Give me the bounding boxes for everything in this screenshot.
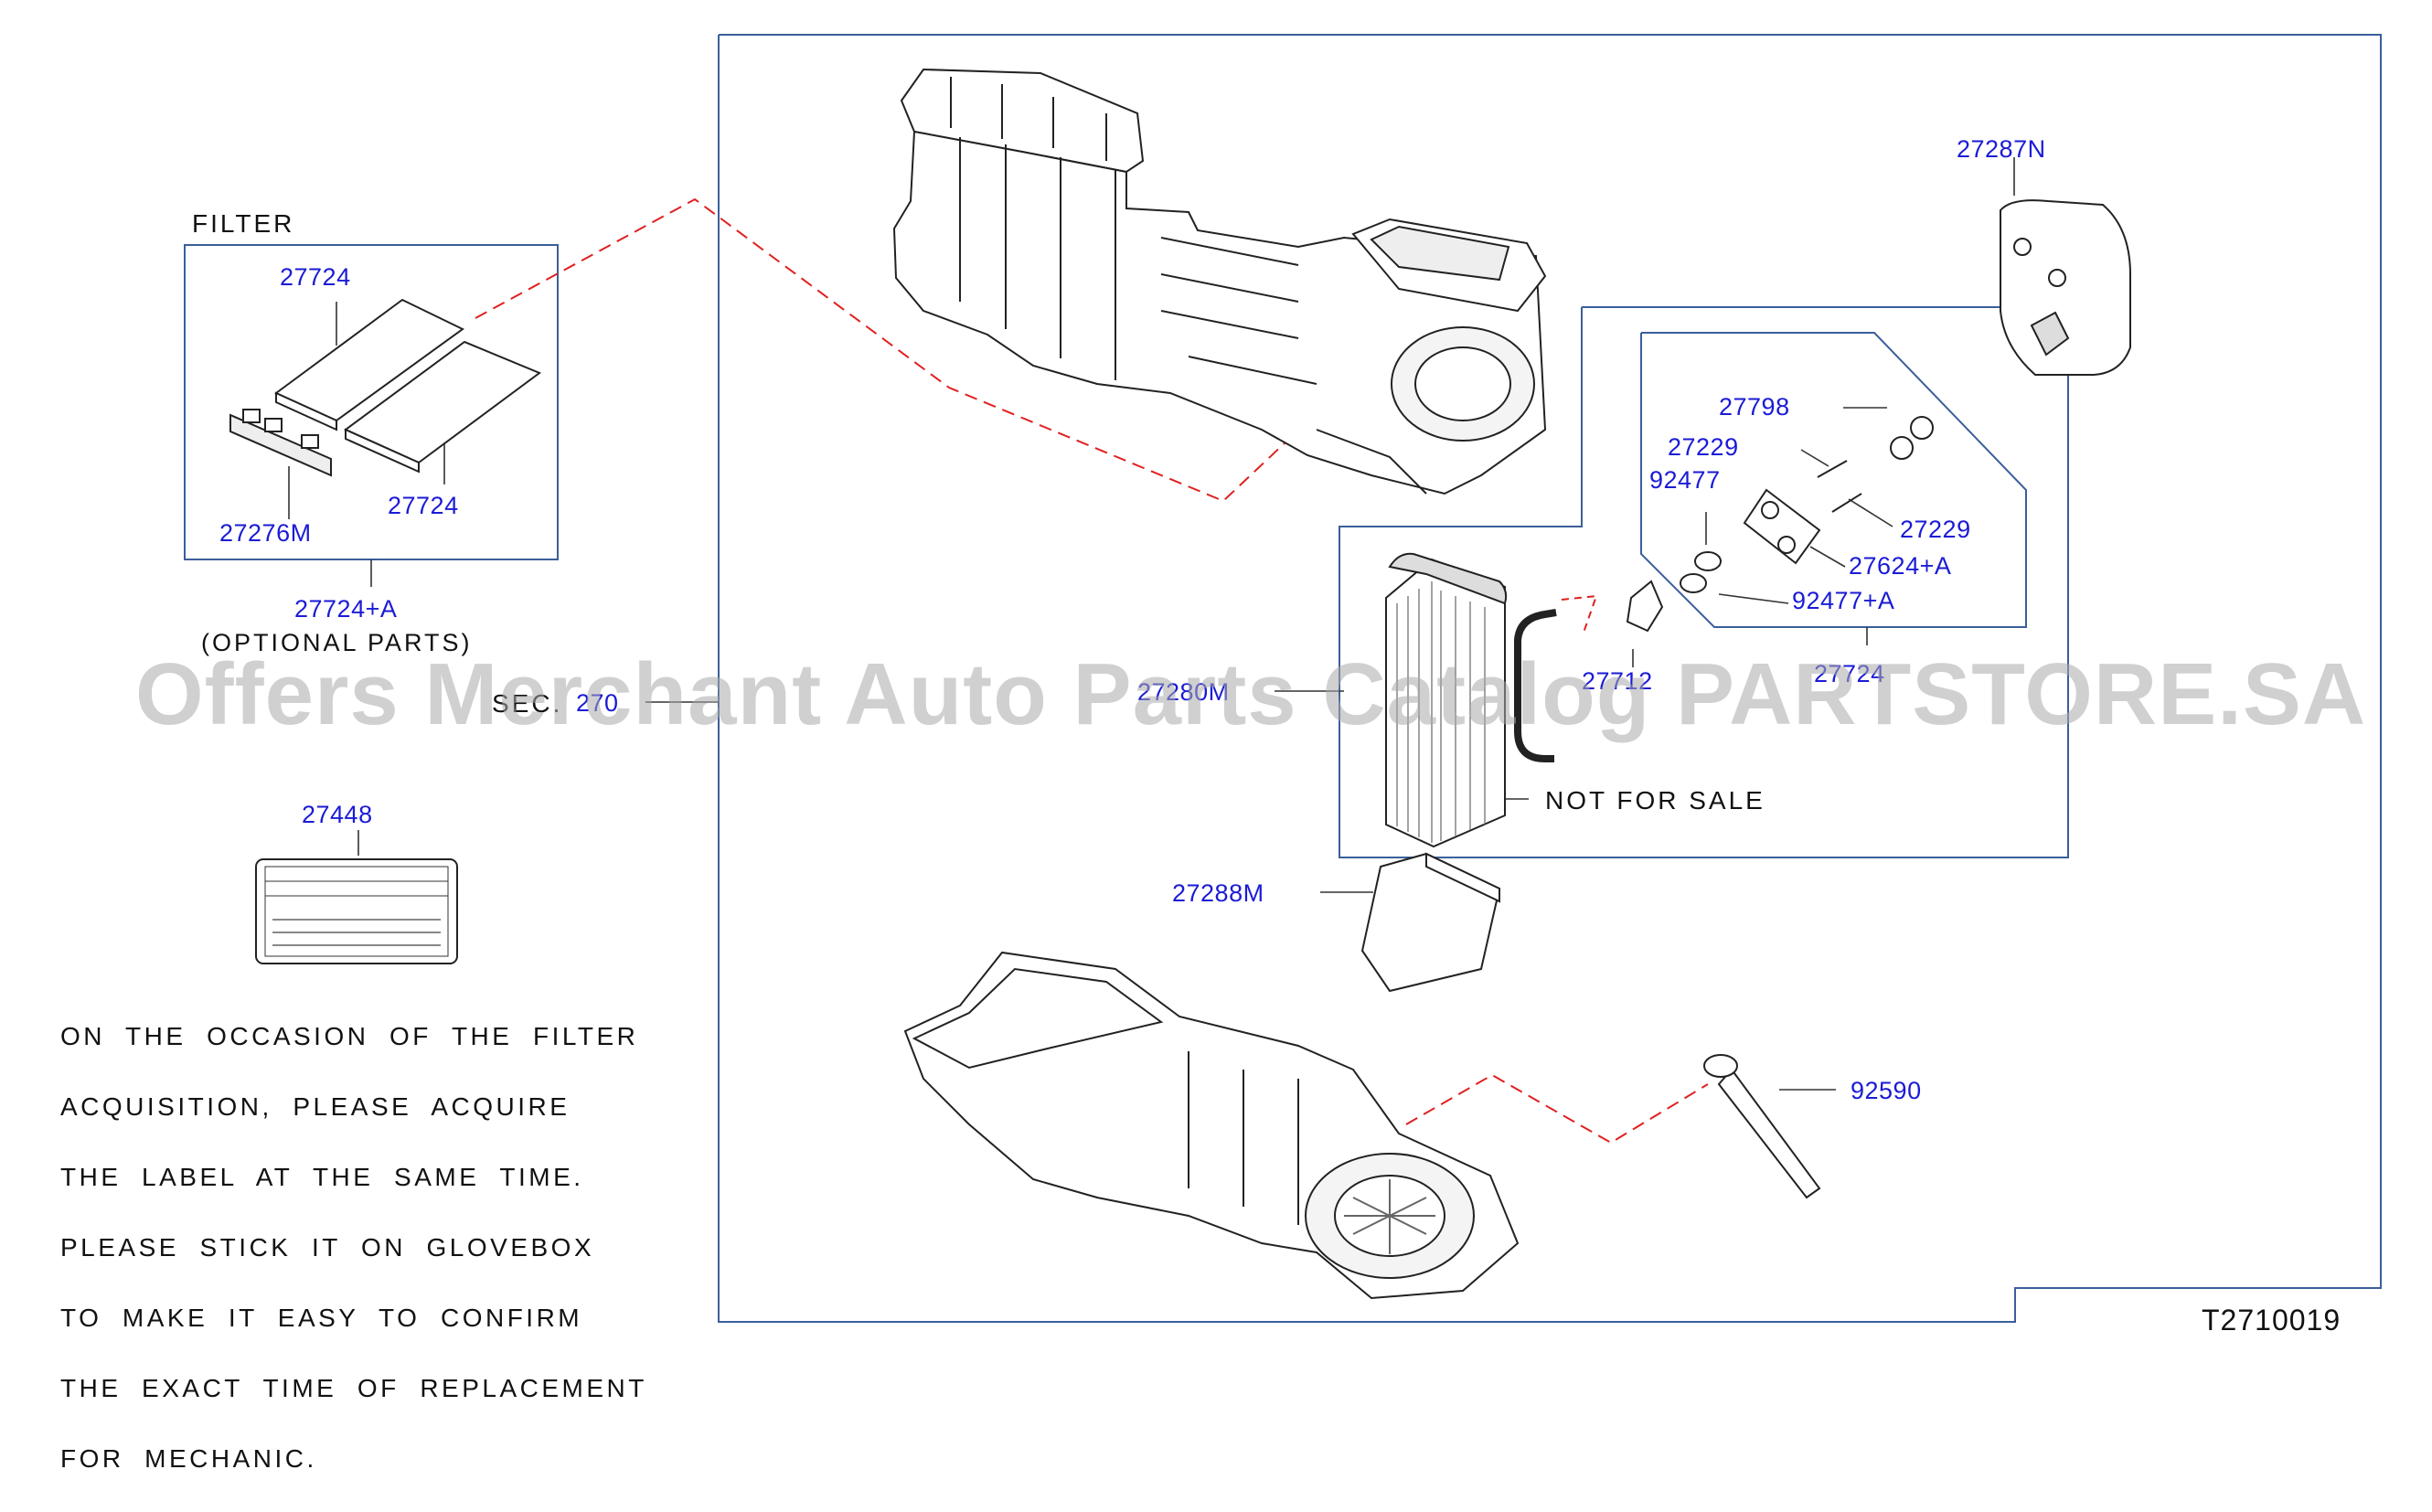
section-ref-link[interactable]: 270 bbox=[576, 689, 619, 717]
note-line-7: FOR MECHANIC. bbox=[60, 1443, 317, 1473]
note-line-4: PLEASE STICK IT ON GLOVEBOX bbox=[60, 1232, 595, 1262]
filter-title: FILTER bbox=[192, 209, 295, 238]
cabin-filter-element bbox=[274, 298, 542, 474]
dashed-link-duct bbox=[1405, 1073, 1709, 1145]
diagram-artwork bbox=[184, 34, 2382, 1323]
callout-27229-right[interactable]: 27229 bbox=[1900, 516, 1971, 543]
filter-holder bbox=[229, 409, 332, 477]
note-line-5: TO MAKE IT EASY TO CONFIRM bbox=[60, 1303, 583, 1332]
dashed-link-valve bbox=[1561, 594, 1598, 634]
note-line-6: THE EXACT TIME OF REPLACEMENT bbox=[60, 1373, 647, 1402]
callout-27448[interactable]: 27448 bbox=[302, 801, 373, 828]
note-line-2: ACQUISITION, PLEASE ACQUIRE bbox=[60, 1091, 571, 1121]
callout-27280M[interactable]: 27280M bbox=[1137, 678, 1230, 706]
drain-hose-92590 bbox=[1703, 1054, 1821, 1199]
note-line-1: ON THE OCCASION OF THE FILTER bbox=[60, 1021, 639, 1050]
callout-27798[interactable]: 27798 bbox=[1719, 393, 1790, 421]
bracket-27712 bbox=[1626, 580, 1664, 633]
callout-27288M[interactable]: 27288M bbox=[1172, 879, 1264, 907]
callout-expansion-valve-kit[interactable]: 27724 bbox=[1814, 660, 1885, 687]
hvac-unit-lower bbox=[903, 951, 1520, 1300]
not-for-sale-note: NOT FOR SALE bbox=[1545, 786, 1765, 815]
diagram-code: T2710019 bbox=[2202, 1304, 2341, 1336]
section-ref-prefix: SEC. bbox=[492, 689, 563, 718]
filter-label-note: ON THE OCCASION OF THE FILTER ACQUISITIO… bbox=[60, 984, 647, 1512]
dashed-link-filter bbox=[475, 197, 1288, 503]
filter-frame bbox=[184, 244, 559, 560]
callout-27724-upper[interactable]: 27724 bbox=[280, 263, 351, 291]
callout-27712[interactable]: 27712 bbox=[1582, 667, 1653, 695]
callout-92477A[interactable]: 92477+A bbox=[1792, 587, 1895, 614]
callout-27287N[interactable]: 27287N bbox=[1957, 135, 2046, 163]
callout-27624A[interactable]: 27624+A bbox=[1849, 552, 1952, 580]
watermark: Offers Merchant Auto Parts Catalog PARTS… bbox=[135, 645, 2367, 743]
leader-lines bbox=[288, 157, 2015, 1091]
callout-92590[interactable]: 92590 bbox=[1851, 1077, 1922, 1104]
expansion-valve-frame bbox=[1640, 332, 2027, 628]
actuator-motor bbox=[2000, 199, 2131, 376]
expansion-valve-parts bbox=[1680, 416, 1934, 593]
evaporator-core bbox=[1385, 552, 1557, 848]
hvac-unit-upper bbox=[892, 68, 1547, 495]
assembly-frame bbox=[718, 34, 2382, 1323]
precaution-label-sticker bbox=[255, 858, 458, 964]
callout-filter-kit[interactable]: 27724+A bbox=[294, 595, 398, 623]
optional-parts-note: (OPTIONAL PARTS) bbox=[201, 629, 473, 656]
callout-27276M[interactable]: 27276M bbox=[219, 519, 312, 547]
heater-duct-27288M bbox=[1360, 852, 1501, 993]
callout-92477[interactable]: 92477 bbox=[1649, 466, 1721, 494]
parts-diagram: FILTER 27724 27724 27276M 27724+A (OPTIO… bbox=[60, 34, 2382, 1473]
callout-27724-lower[interactable]: 27724 bbox=[388, 492, 459, 519]
note-line-3: THE LABEL AT THE SAME TIME. bbox=[60, 1162, 584, 1191]
callout-27229-left[interactable]: 27229 bbox=[1668, 433, 1739, 461]
